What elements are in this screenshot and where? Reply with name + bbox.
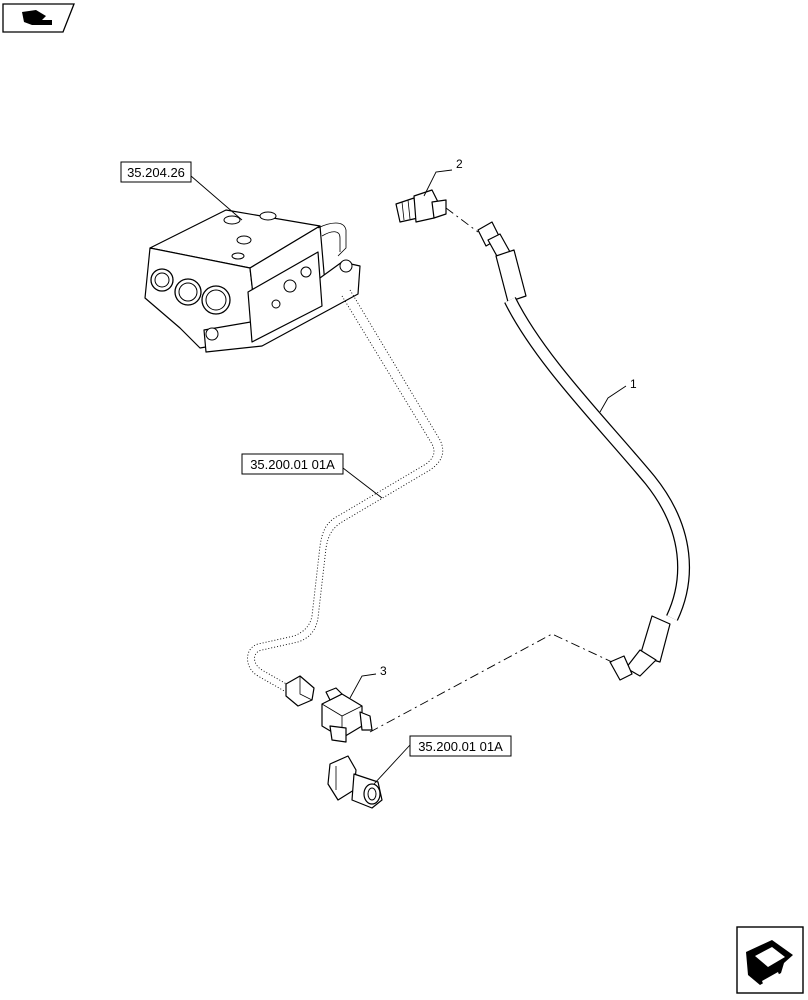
callout-1: 1 bbox=[630, 377, 637, 391]
ref-label-elbow: 35.200.01 01A bbox=[418, 739, 503, 754]
control-valve-block bbox=[144, 209, 361, 353]
leader-tube bbox=[342, 467, 383, 499]
leader-1 bbox=[599, 385, 627, 413]
ref-box-tube[interactable]: 35.200.01 01A bbox=[241, 453, 344, 475]
leader-3 bbox=[349, 673, 377, 699]
ref-label-valve: 35.204.26 bbox=[127, 165, 185, 180]
tee-fitting bbox=[321, 687, 373, 743]
callout-2: 2 bbox=[456, 157, 463, 171]
assembly-line-upper bbox=[445, 207, 479, 233]
leader-2 bbox=[423, 169, 453, 197]
nav-tab-icon[interactable] bbox=[2, 3, 75, 33]
assembly-line-lower bbox=[369, 633, 613, 733]
tube-nut bbox=[285, 675, 315, 707]
hydraulic-hose bbox=[477, 221, 691, 681]
ref-label-tube: 35.200.01 01A bbox=[250, 457, 335, 472]
callout-3: 3 bbox=[380, 664, 387, 678]
elbow-fitting bbox=[327, 755, 383, 809]
leader-elbow bbox=[373, 744, 411, 785]
ref-box-valve[interactable]: 35.204.26 bbox=[120, 161, 192, 183]
leader-valve bbox=[190, 175, 243, 221]
elbow-adapter bbox=[395, 189, 447, 223]
ref-box-elbow[interactable]: 35.200.01 01A bbox=[409, 735, 512, 757]
nav-arrow-icon[interactable] bbox=[736, 926, 804, 994]
steel-tube-line bbox=[247, 289, 444, 693]
